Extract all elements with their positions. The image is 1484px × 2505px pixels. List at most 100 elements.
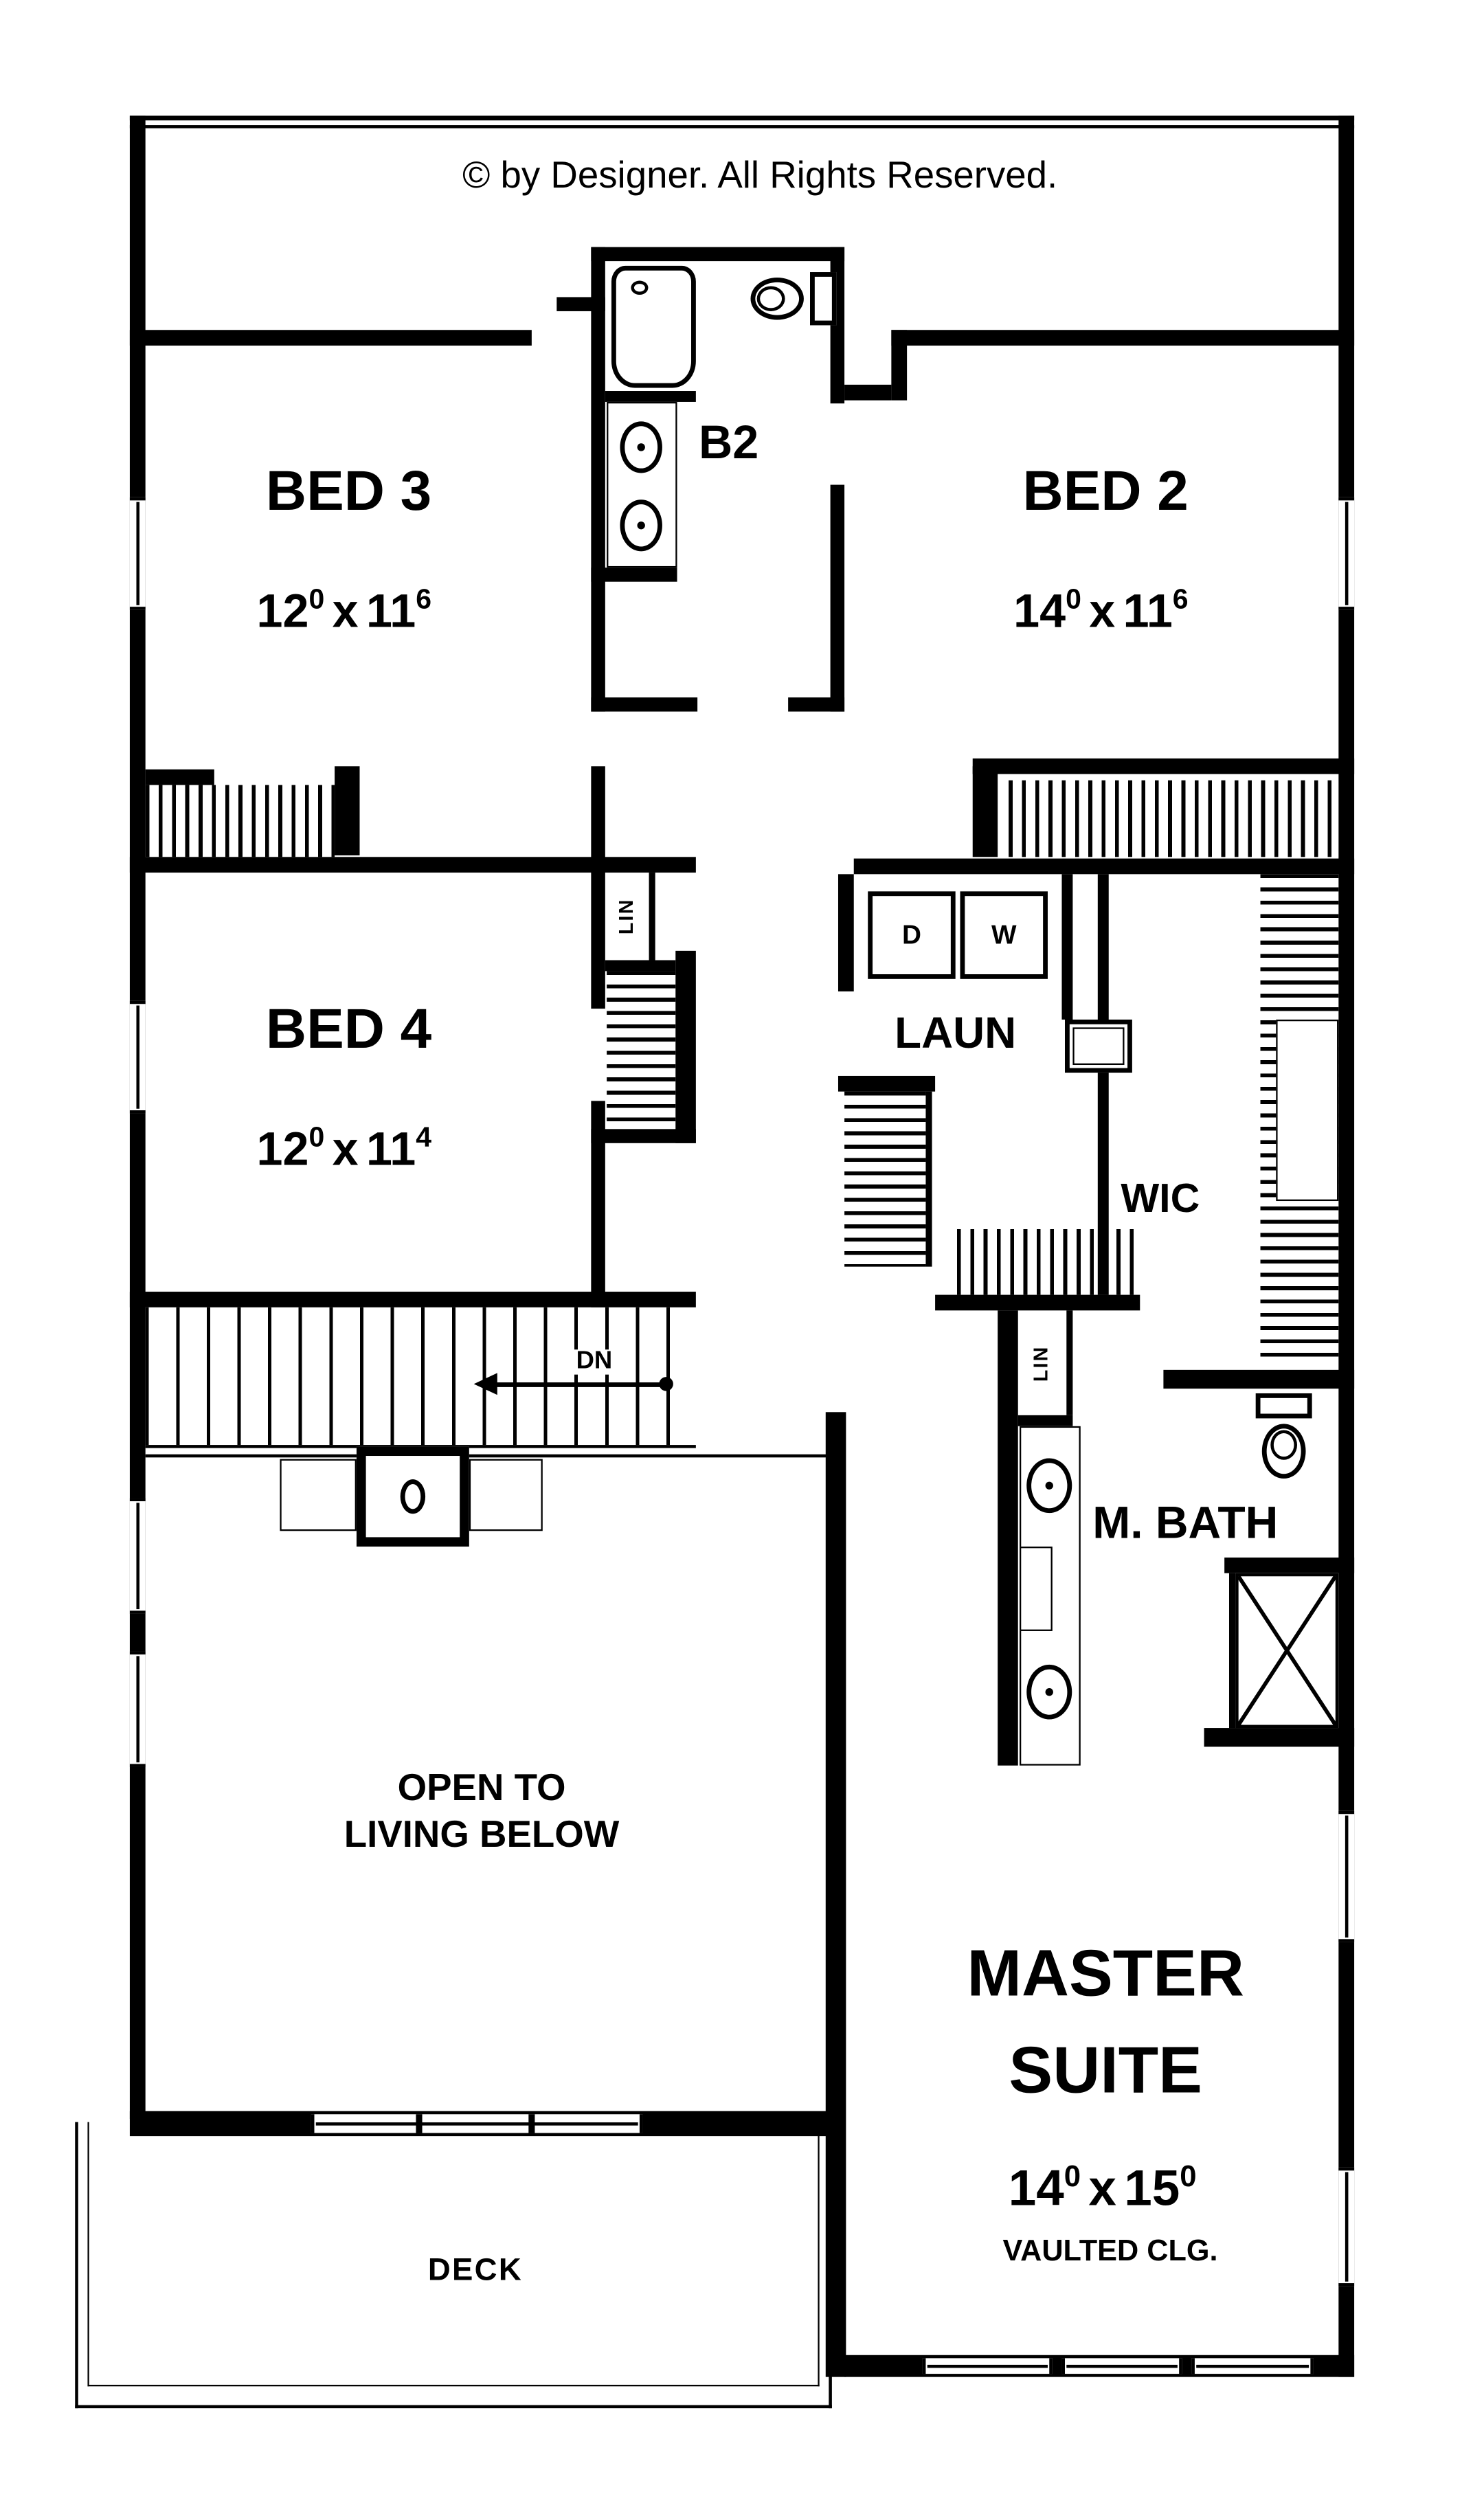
wall	[335, 766, 360, 856]
dryer-box	[868, 891, 956, 979]
room-label-master-bath: M. BATH	[1092, 1498, 1279, 1549]
dryer-label: D	[901, 920, 921, 950]
wall	[891, 330, 1355, 346]
toilet-bowl-icon	[1270, 1430, 1298, 1460]
wall	[853, 858, 1355, 875]
wall	[605, 391, 696, 402]
wall	[972, 766, 998, 857]
wall	[1066, 1310, 1073, 1415]
wall	[591, 568, 677, 582]
window	[1191, 2358, 1314, 2374]
closet-hatch	[844, 1091, 926, 1267]
window	[129, 497, 146, 610]
closet-hatch	[956, 1228, 1142, 1295]
window	[1338, 2167, 1355, 2287]
wall	[591, 247, 845, 262]
room-label-wic: WIC	[1121, 1174, 1200, 1222]
room-label-laundry: LAUN	[895, 1009, 1017, 1057]
window	[1338, 1810, 1355, 1942]
room-label-linen2: LIN	[1030, 1345, 1053, 1382]
flue-icon	[400, 1479, 426, 1514]
wall	[591, 766, 605, 1009]
wall	[1224, 1557, 1355, 1573]
wall	[675, 950, 696, 1143]
room-label-bed3: BED 3	[265, 458, 432, 523]
wall	[788, 697, 845, 712]
wall	[129, 125, 1355, 128]
closet-hatch	[607, 971, 676, 1130]
shower-x-icon	[1237, 1575, 1338, 1727]
wall	[844, 384, 892, 401]
wall	[129, 115, 146, 2120]
window	[129, 1498, 146, 1614]
closet-shelf	[1276, 1020, 1339, 1202]
sink-drain-icon	[1045, 1688, 1053, 1696]
wall	[891, 330, 908, 401]
room-label-bed2: BED 2	[1022, 458, 1189, 523]
toilet-tank-icon	[1255, 1393, 1312, 1419]
master-label-line2: SUITE	[1009, 2032, 1202, 2107]
dn-arrow	[494, 1382, 666, 1386]
sink-drain-icon	[1045, 1481, 1053, 1490]
sliding-door	[311, 2114, 643, 2133]
deck-outline	[75, 2122, 832, 2409]
stairs-dn-label: DN	[573, 1349, 616, 1375]
copyright-text: © by Designer. All Rights Reserved.	[462, 155, 1058, 197]
wall	[1061, 874, 1073, 1020]
washer-label: W	[991, 920, 1017, 950]
washer-box	[960, 891, 1048, 979]
tub-drain-icon	[631, 280, 649, 295]
wall	[972, 758, 1355, 774]
master-label-line1: MASTER	[967, 1935, 1245, 2010]
wall	[129, 857, 696, 873]
closet-hatch	[145, 785, 335, 857]
deck-outline-inner	[87, 2122, 820, 2387]
bathtub-icon	[611, 265, 696, 388]
water-heater-icon	[1065, 1020, 1132, 1073]
toilet-bowl-icon	[756, 286, 785, 311]
door-mullion	[416, 2114, 423, 2133]
wall	[1228, 1573, 1236, 1729]
wall	[925, 1091, 932, 1267]
room-label-bed4: BED 4	[265, 996, 432, 1061]
wall	[129, 1292, 696, 1307]
wall	[129, 115, 1355, 121]
wall	[591, 1129, 696, 1143]
wall	[935, 1294, 1140, 1311]
wall	[591, 1101, 605, 1307]
open-below-line1: OPEN TO	[397, 1766, 566, 1810]
wall	[145, 769, 214, 785]
rail-ledge	[469, 1459, 543, 1531]
wall	[1204, 1728, 1355, 1747]
sink-drain-icon	[637, 521, 645, 530]
sink-drain-icon	[637, 443, 645, 451]
rail-ledge	[280, 1459, 357, 1531]
dn-arrow-dot	[659, 1377, 673, 1391]
wall	[591, 697, 698, 712]
toilet-tank-icon	[810, 272, 837, 326]
window	[1338, 497, 1355, 610]
door-mullion	[528, 2114, 535, 2133]
room-label-linen1: LIN	[616, 898, 638, 935]
window	[1061, 2358, 1182, 2374]
room-label-b2: B2	[698, 417, 759, 469]
stair-edge	[145, 1454, 840, 1458]
wall	[129, 330, 532, 346]
wall	[591, 247, 605, 712]
stairs	[145, 1307, 696, 1446]
room-label-deck: DECK	[427, 2253, 523, 2288]
wall	[1018, 1415, 1073, 1426]
wall	[837, 874, 854, 992]
window	[922, 2358, 1053, 2374]
wall	[1338, 115, 1355, 2377]
wall	[649, 873, 655, 961]
open-below-line2: LIVING BELOW	[344, 1814, 620, 1856]
wall	[830, 484, 845, 712]
vanity-cabinet	[1020, 1547, 1053, 1631]
wall	[605, 960, 676, 971]
